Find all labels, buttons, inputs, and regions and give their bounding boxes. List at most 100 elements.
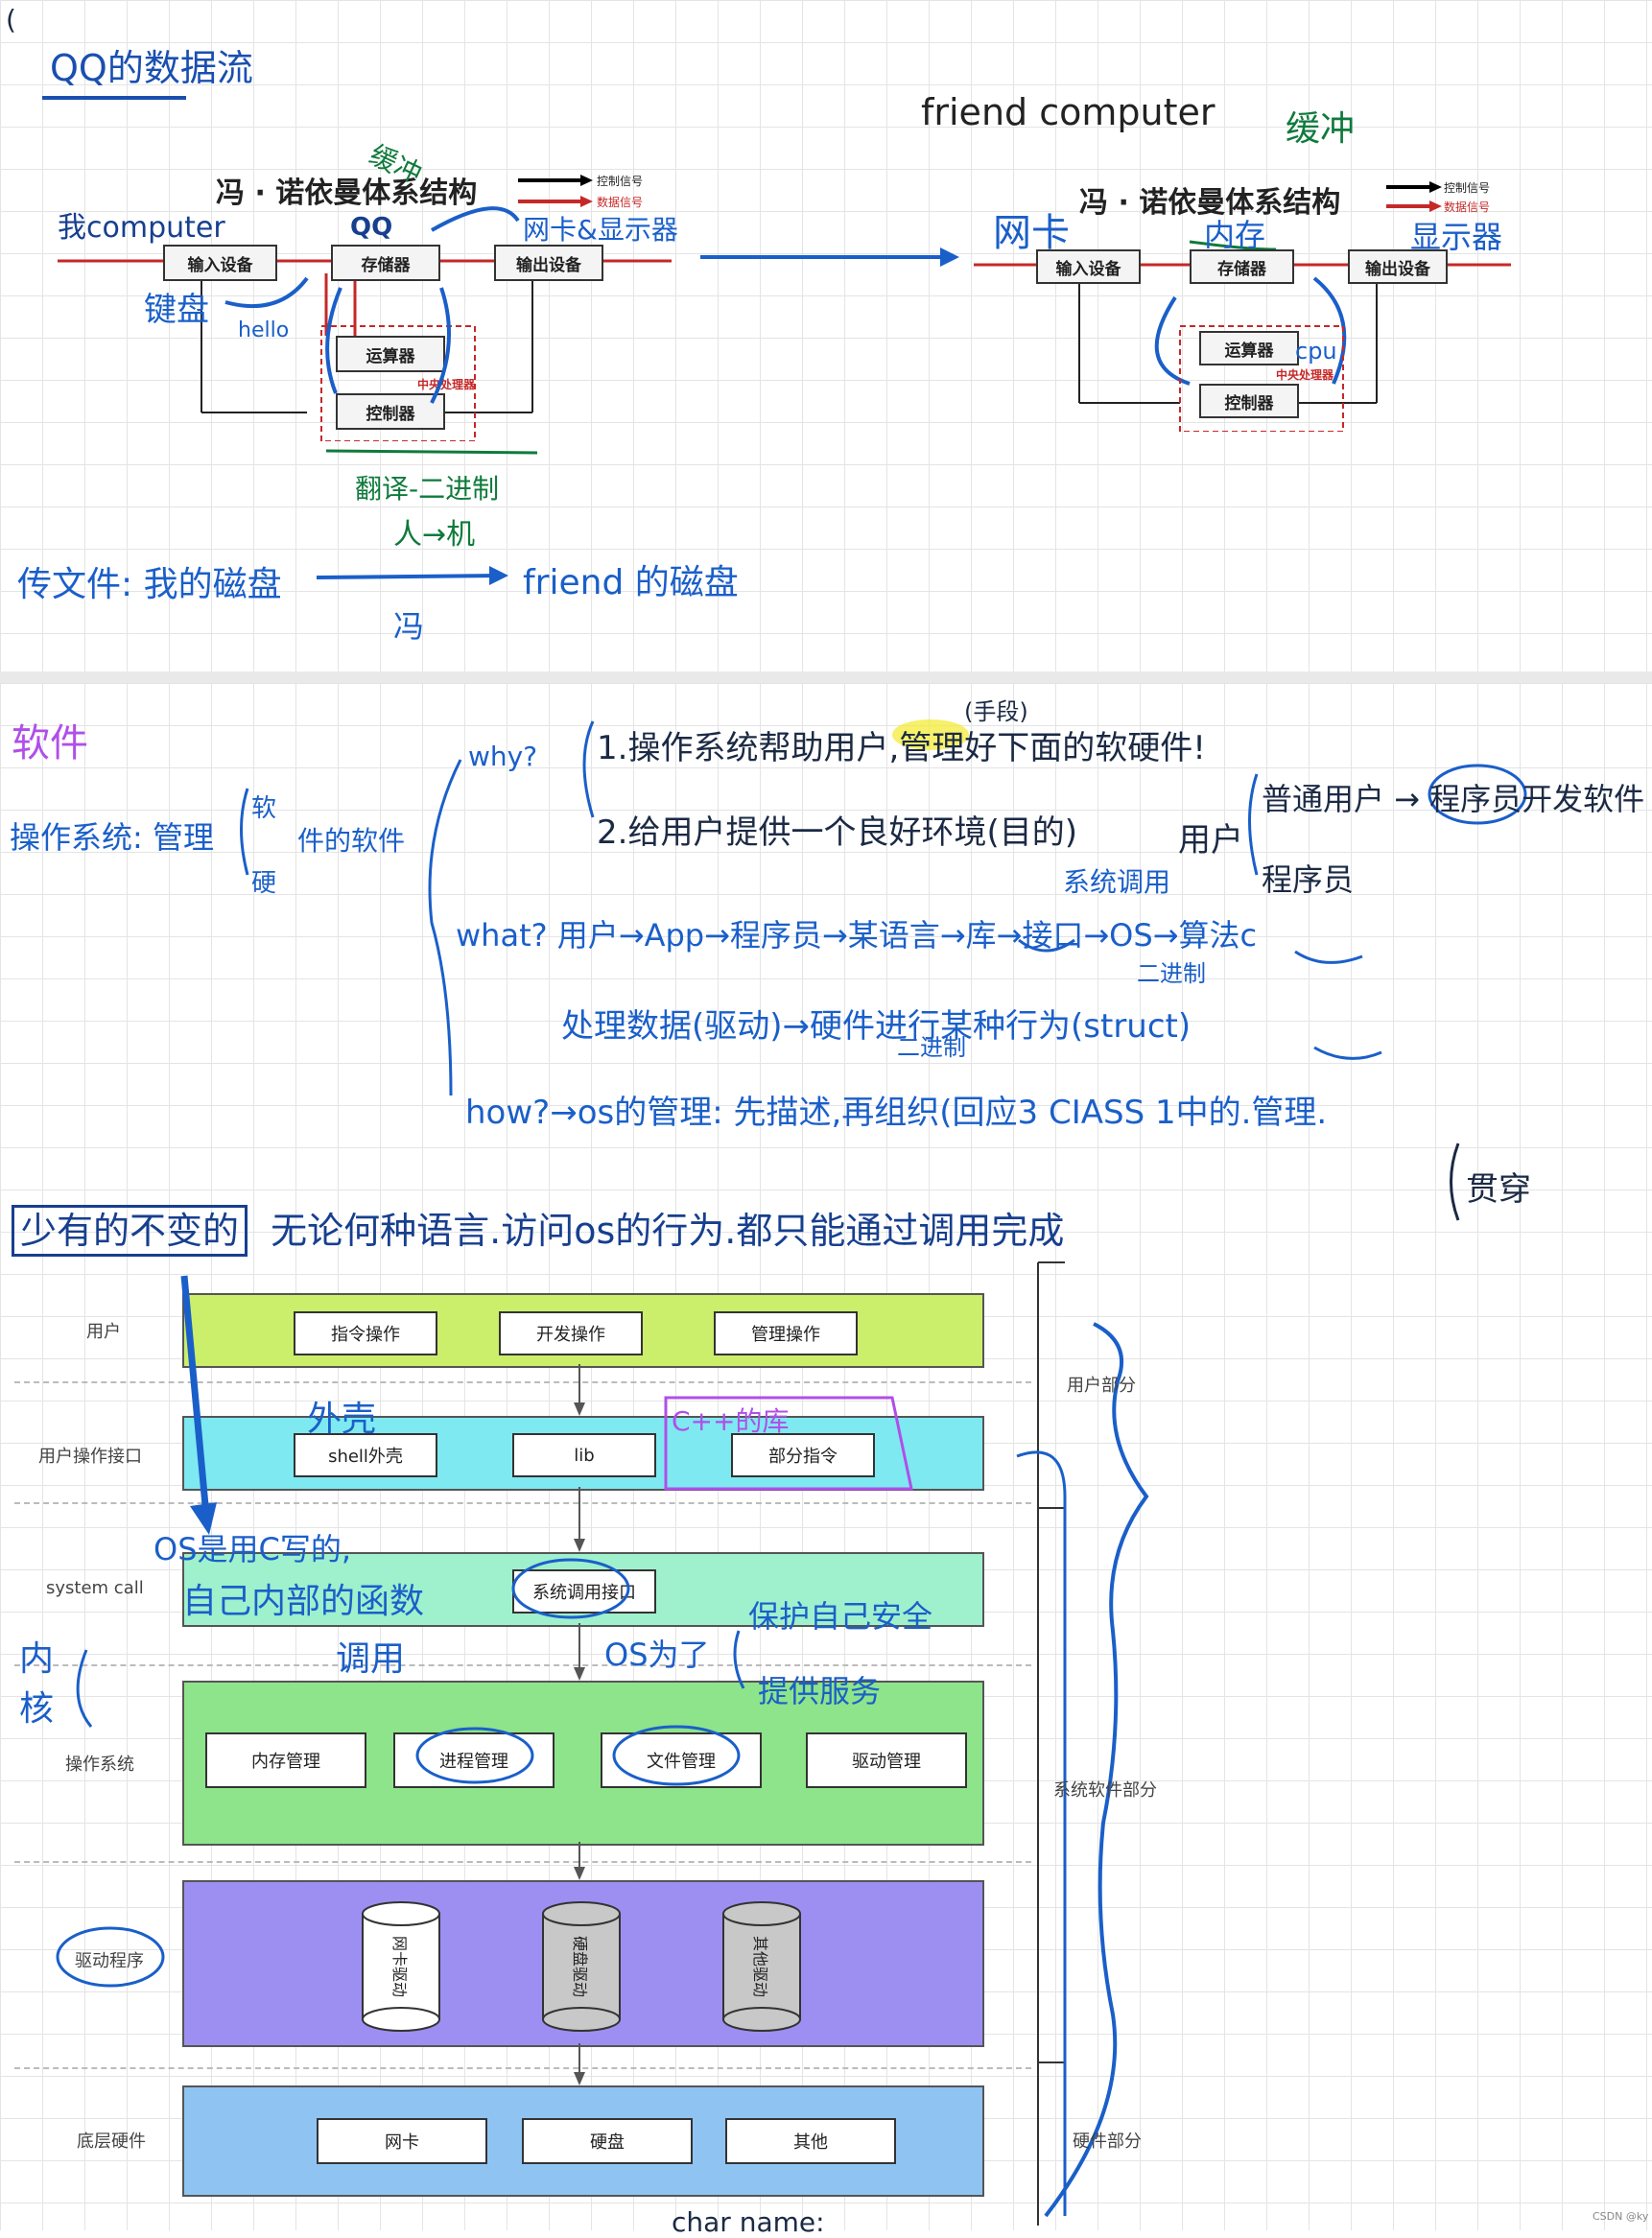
divider	[14, 2067, 1031, 2069]
box-lib: lib	[512, 1433, 656, 1477]
why-label: why?	[468, 741, 538, 772]
note-translate: 翻译-二进制	[355, 473, 500, 505]
alu-left: 运算器	[336, 336, 445, 372]
struct-note: 贯穿	[1466, 1170, 1531, 1209]
note-cpp-lib: C++的库	[672, 1405, 790, 1437]
note-nic-right: 网卡	[993, 211, 1070, 255]
heading-rest: 无论何种语言.访问os的行为.都只能通过调用完成	[271, 1210, 1065, 1252]
how-line: how?→os的管理: 先描述,再组织(回应3 CIASS 1中的.管理.	[465, 1094, 1328, 1132]
label-user-part: 用户部分	[1067, 1376, 1136, 1396]
panel-gap	[0, 671, 1652, 683]
legend-control-left: 控制信号	[597, 175, 644, 188]
legend-data-right: 数据信号	[1444, 200, 1491, 214]
legend-data-left: 数据信号	[597, 196, 644, 209]
watermark: CSDN @ky	[1593, 2210, 1649, 2223]
normal-user: 普通用户 → 程序员开发软件	[1262, 781, 1645, 817]
box-dev-op: 开发操作	[499, 1311, 643, 1355]
annotation-strokes-2	[240, 719, 1527, 1221]
why-point-1: 1.操作系统帮助用户,管理好下面的软硬件!	[597, 729, 1206, 767]
box-process-mgmt: 进程管理	[393, 1732, 555, 1788]
hard-label: 硬	[251, 869, 277, 898]
note-display-right: 显示器	[1410, 219, 1503, 255]
storage-right: 存储器	[1190, 249, 1294, 284]
side-user: 用户	[86, 1322, 121, 1342]
vn-lines-left	[58, 175, 672, 441]
label-system-part: 系统软件部分	[1053, 1780, 1157, 1801]
section1-heading: QQ的数据流	[50, 47, 253, 89]
box-admin-op: 管理操作	[714, 1311, 858, 1355]
note-buffer-right: 缓冲	[1286, 109, 1356, 149]
box-other: 其他	[725, 2118, 896, 2164]
box-file-mgmt: 文件管理	[601, 1732, 762, 1788]
soft-hard-ware: 件的软件	[297, 825, 406, 857]
note-my-computer: 我computer	[58, 211, 225, 245]
os-manage: 操作系统: 管理	[10, 819, 214, 856]
note-os-in-c: OS是用C写的,	[153, 1531, 352, 1567]
section2-heading: 软件	[12, 721, 88, 766]
side-os: 操作系统	[65, 1755, 134, 1775]
why-means: (手段)	[964, 698, 1028, 725]
soft-label: 软	[251, 794, 277, 823]
output-device-right: 输出设备	[1348, 249, 1448, 284]
note-memory: 内存	[1204, 217, 1266, 253]
note-bottom-cut: char name:	[672, 2206, 825, 2238]
box-shell: shell外壳	[294, 1433, 437, 1477]
binary-note-2: 二进制	[897, 1034, 966, 1061]
label-other-driver: 其他驱动	[751, 1935, 769, 1997]
note-cpu-right: cpu	[1295, 338, 1337, 365]
output-device-left: 输出设备	[494, 245, 603, 281]
vn-diagram-left: 冯 · 诺依曼体系结构 控制信号 数据信号 输入设备 存储器 输出设备 运算器 …	[58, 153, 672, 441]
vn-lines-right	[974, 181, 1511, 432]
cylinder-other	[722, 1901, 801, 2032]
note-human-machine: 人→机	[393, 518, 476, 552]
divider	[14, 1381, 1031, 1383]
file-transfer-right: friend 的磁盘	[523, 563, 739, 602]
syscall-note: 系统调用	[1063, 866, 1171, 898]
cpu-label-left: 中央处理器	[417, 378, 476, 391]
cpu-label-right: 中央处理器	[1276, 368, 1334, 382]
vn-title-left: 冯 · 诺依曼体系结构	[216, 177, 478, 210]
label-disk-driver: 硬盘驱动	[571, 1935, 589, 1997]
control-unit-right: 控制器	[1199, 384, 1299, 418]
box-driver-mgmt: 驱动管理	[806, 1732, 967, 1788]
user-label: 用户	[1178, 821, 1243, 860]
corner-mark: (	[6, 4, 16, 35]
side-user-api: 用户操作接口	[38, 1447, 142, 1467]
side-hardware: 底层硬件	[77, 2132, 146, 2152]
box-syscall-interface: 系统调用接口	[512, 1569, 656, 1614]
control-unit-left: 控制器	[336, 393, 445, 430]
cylinder-disk	[542, 1901, 621, 2032]
cylinder-nic	[362, 1901, 440, 2032]
file-transfer-below: 冯	[393, 608, 425, 645]
note-shell: 外壳	[307, 1400, 377, 1439]
why-point-2: 2.给用户提供一个良好环境(目的)	[597, 813, 1077, 852]
note-protect: 保护自己安全	[748, 1598, 933, 1635]
box-disk: 硬盘	[522, 2118, 693, 2164]
box-memory-mgmt: 内存管理	[205, 1732, 366, 1788]
side-driver: 驱动程序	[75, 1951, 144, 1971]
label-hw-part: 硬件部分	[1073, 2132, 1142, 2152]
input-device-right: 输入设备	[1036, 249, 1141, 284]
note-os-for: OS为了	[604, 1637, 710, 1673]
alu-right: 运算器	[1199, 331, 1299, 365]
programmer-label: 程序员	[1262, 861, 1355, 898]
label-nic-driver: 网卡驱动	[390, 1935, 409, 1997]
binary-note: 二进制	[1137, 960, 1206, 987]
heading-boxed: 少有的不变的	[12, 1205, 248, 1257]
annotation-strokes-1	[224, 206, 1347, 585]
box-nic: 网卡	[317, 2118, 487, 2164]
storage-left: 存储器	[331, 245, 440, 281]
section3-heading: 少有的不变的 无论何种语言.访问os的行为.都只能通过调用完成	[12, 1201, 1065, 1257]
input-device-left: 输入设备	[163, 245, 277, 281]
box-command-op: 指令操作	[294, 1311, 437, 1355]
note-nic-display: 网卡&显示器	[523, 214, 678, 246]
note-hello: hello	[238, 318, 290, 342]
heading-underline	[42, 96, 186, 100]
note-kernel: 内核	[19, 1639, 55, 1729]
note-internal-func: 自己内部的函数	[182, 1582, 425, 1621]
note-friend-computer: friend computer	[921, 91, 1215, 133]
divider	[14, 1861, 1031, 1863]
box-partial-cmd: 部分指令	[731, 1433, 875, 1477]
divider	[14, 1502, 1031, 1504]
